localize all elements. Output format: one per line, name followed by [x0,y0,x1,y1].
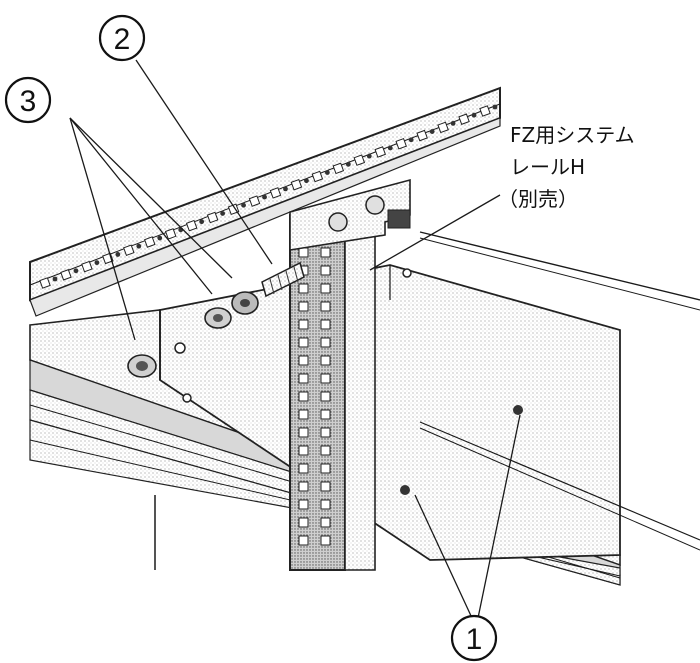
rail-h-hole [320,373,331,384]
rail-dot [429,129,435,134]
rail-dot [136,243,142,249]
rail-hole [374,146,387,158]
rail-h-hole [298,283,309,294]
rail-hole [206,211,219,224]
callout-3: 3 [4,76,52,124]
rail-hole [60,269,72,281]
label-line-2: レールH [510,155,585,179]
rail-h-hole [298,319,309,330]
rail-h-hole [320,499,331,510]
rail-h-hole [298,247,309,258]
callout-1-number: 1 [466,623,483,656]
rail-h-hole [298,517,309,528]
rail-h-hole [298,409,309,420]
rail-hole [248,195,261,207]
callout-1: 1 [450,614,498,662]
rail-h-hole [320,535,331,546]
rail-dot [262,194,267,200]
rail-h-hole [298,499,309,510]
rail-h-hole [298,337,309,348]
rail-h-hole [298,463,309,474]
rail-hole [269,187,282,199]
rail-h-hole [298,427,309,438]
rail-h-hole [298,301,309,312]
rail-h-hole [320,301,331,312]
rail-h-hole [320,427,331,438]
rail-hole [39,277,51,289]
rail-h-hole [320,265,331,276]
rail-hole [311,170,324,183]
rail-hole [143,236,156,248]
rail-dot [324,170,330,175]
rail-dot [157,235,163,241]
rail-hole [185,219,198,232]
rail-dot [241,202,246,208]
rail-dot [387,145,393,151]
rail-h-hole [320,391,331,402]
rail-holes [39,104,498,289]
rail-dot [408,137,414,143]
rail-h-hole [298,373,309,384]
rail-dot [492,104,498,110]
rail-h-hole [320,517,331,528]
rail-h-hole [320,481,331,492]
rail-h-hole [320,247,331,258]
label-line-3: （別売） [498,187,578,211]
rail-hole [458,113,470,125]
rail-h-hole [320,319,331,330]
rail-dot [52,276,58,282]
rail-dot [366,153,372,159]
rail-hole [353,154,366,166]
rail-h-hole [320,283,331,294]
rail-dot [450,120,456,126]
nut-washer-set [127,291,259,378]
leader-lines [69,59,521,619]
rail-hole [479,105,491,117]
rail-dot [220,211,226,216]
rail-dot [304,178,309,184]
label-line-1: FZ用システム [510,123,635,147]
rail-hole [437,121,449,134]
rail-h-hole [320,409,331,420]
rail-dot [94,260,100,266]
callout-2-number: 2 [114,23,131,56]
system-rail-label: FZ用システム レールH （別売） [498,123,635,211]
rail-h-hole [298,535,309,546]
rail-dot [283,186,288,192]
nut-2 [204,307,232,329]
rail-h-hole [320,463,331,474]
rail-h-hole [298,391,309,402]
rail-hole [164,228,177,240]
rail-h-hole [320,337,331,348]
rail-hole [290,178,303,191]
rail-h-hole [320,445,331,456]
threaded-stud [261,261,305,298]
rail-h-hole [298,445,309,456]
system-rail-h [289,178,411,571]
rail-h-hole [298,481,309,492]
rail-dot [115,252,121,257]
callout-3-number: 3 [20,85,37,118]
rail-h-hole [320,355,331,366]
rail-hole [81,260,93,273]
rail-hole [123,244,135,257]
rail-h-hole [298,355,309,366]
rail-hole [416,129,428,142]
rail-hole [332,162,345,175]
callout-2: 2 [98,14,146,62]
nut-1 [127,354,157,378]
rail-dot [471,112,477,118]
rail-hole [395,137,407,150]
rail-dot [199,219,205,225]
washer-1 [231,291,259,315]
top-rail [29,86,501,317]
rail-dot [73,268,79,274]
rail-hole [227,203,240,216]
rail-dot [345,161,351,167]
